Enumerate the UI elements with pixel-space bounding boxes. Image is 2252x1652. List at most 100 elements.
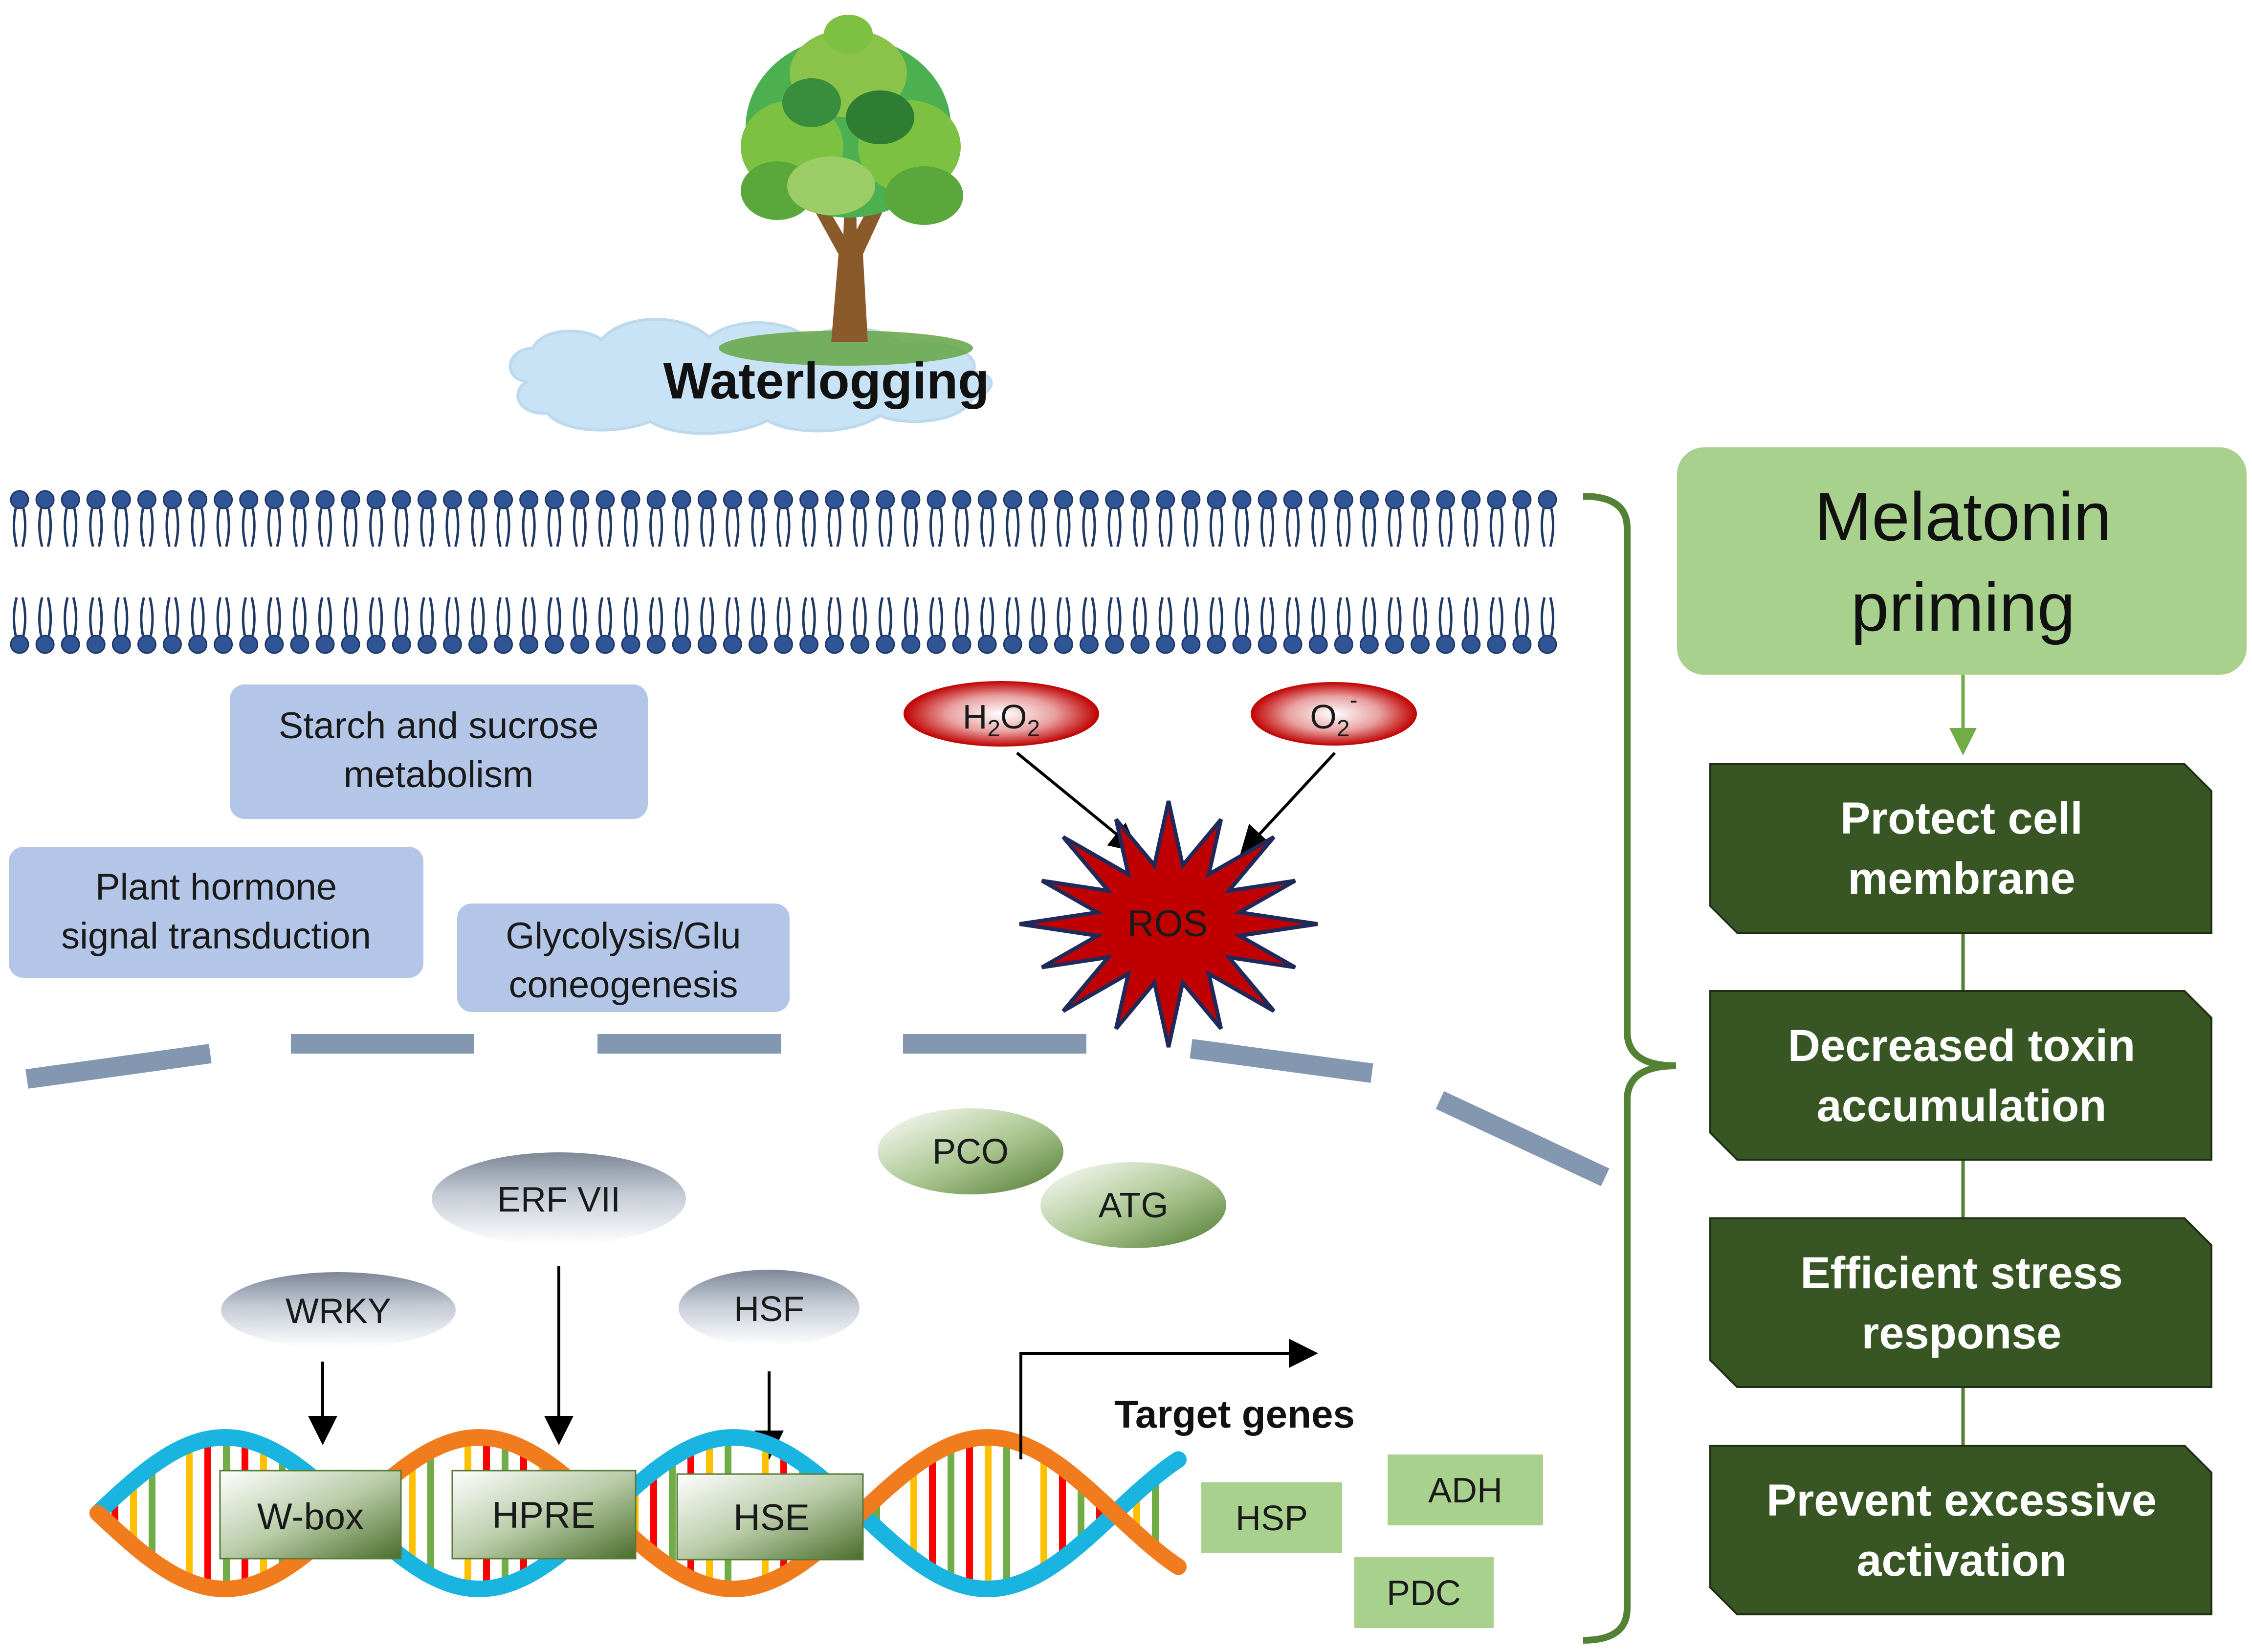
lipid-tail [522, 508, 536, 547]
lipid-head [417, 635, 437, 654]
lipid-head [646, 490, 666, 509]
lipid-tail [522, 597, 536, 636]
lipid-head [10, 635, 29, 654]
lipid-head [901, 635, 921, 654]
lipid-head [1283, 490, 1303, 509]
lipid-tail [64, 508, 78, 547]
superoxide-label: O2- [1310, 687, 1357, 742]
lipid-tail [140, 508, 154, 547]
lipid-head [214, 635, 233, 654]
lipid-head [1359, 635, 1379, 654]
lipid-head [163, 635, 182, 654]
lipid-tail [955, 597, 969, 636]
lipid-tail [878, 597, 892, 636]
lipid-head [442, 635, 462, 654]
lipid-tail [904, 597, 918, 636]
lipid-tail [445, 597, 460, 636]
lipid-head [1283, 635, 1303, 654]
effect-1-line1: Protect cell [1840, 793, 2083, 843]
lipid-head [850, 490, 870, 509]
lipid-tail [1438, 508, 1453, 547]
lipid-head [876, 490, 895, 509]
target-genes-title: Target genes [1114, 1392, 1355, 1436]
wbox-label: W-box [257, 1496, 364, 1538]
lipid-head [341, 490, 360, 509]
lipid-head [1130, 490, 1150, 509]
lipid-head [1436, 635, 1456, 654]
lipid-head [61, 490, 80, 509]
lipid-tail [420, 508, 434, 547]
lipid-tail [1260, 597, 1275, 636]
lipid-head [799, 635, 819, 654]
lipid-head [621, 490, 640, 509]
lipid-tail [1082, 597, 1096, 636]
effect-4-line2: activation [1856, 1536, 2066, 1586]
lipid-tail [471, 508, 485, 547]
lipid-head [341, 635, 360, 654]
pco-oval: PCO [878, 1108, 1063, 1194]
lipid-tail [623, 508, 638, 547]
lipid-head [10, 490, 29, 509]
lipid-tail [1464, 508, 1478, 547]
lipid-tail [980, 597, 994, 636]
lipid-tail [420, 597, 434, 636]
lipid-head [366, 490, 386, 509]
lipid-tail [242, 597, 256, 636]
lipid-head [927, 490, 946, 509]
lipid-tail [165, 508, 179, 547]
lipid-head [86, 490, 106, 509]
lipid-head [697, 635, 717, 654]
lipid-tail [1540, 597, 1555, 636]
lipid-tail [471, 597, 485, 636]
lipid-tail [191, 508, 205, 547]
lipid-tail [1235, 508, 1249, 547]
lipid-tail [726, 597, 740, 636]
lipid-head [697, 490, 717, 509]
lipid-tail [1286, 597, 1300, 636]
lipid-head [1003, 635, 1022, 654]
lipid-tail [827, 597, 841, 636]
ros-burst-shape [1019, 800, 1318, 1048]
lipid-tail [1158, 508, 1172, 547]
lipid-head [927, 635, 946, 654]
lipid-tail [12, 597, 27, 636]
lipid-head [901, 490, 921, 509]
lipid-tail [318, 508, 332, 547]
lipid-tail [344, 597, 358, 636]
lipid-head [1028, 635, 1048, 654]
lipid-head [188, 635, 208, 654]
pathway-box-glycolysis-line1: Glycolysis/Glu [506, 915, 741, 957]
lipid-tail [751, 508, 765, 547]
lipid-tail [292, 508, 307, 547]
hse-label: HSE [733, 1497, 810, 1539]
lipid-head [1538, 635, 1557, 654]
lipid-head [570, 490, 590, 509]
lipid-head [1054, 635, 1073, 654]
lipid-tail [191, 597, 205, 636]
lipid-tail [623, 597, 638, 636]
lipid-tail [1489, 597, 1503, 636]
lipid-tail [89, 597, 103, 636]
lipid-head [723, 490, 742, 509]
lipid-head [825, 635, 844, 654]
transcription-start-arrow [1019, 1339, 1318, 1459]
lipid-tail [878, 508, 892, 547]
lipid-tail [1286, 508, 1300, 547]
lipid-tail [496, 508, 510, 547]
lipid-tail [929, 508, 944, 547]
lipid-tail [1388, 597, 1402, 636]
lipid-tail [1464, 597, 1478, 636]
lipid-tail [395, 597, 409, 636]
lipid-head [239, 635, 259, 654]
lipid-tail [751, 597, 765, 636]
superoxide-oval: O2- [1251, 682, 1417, 746]
hsf-oval: HSF [679, 1270, 860, 1346]
melatonin-priming-box: Melatonin priming [1677, 447, 2247, 675]
lipid-tail [802, 597, 816, 636]
effect-1-line2: membrane [1848, 854, 2075, 903]
lipid-tail [38, 508, 52, 547]
lipid-tail [700, 508, 714, 547]
arrow-o2-to-ros [1239, 751, 1336, 856]
